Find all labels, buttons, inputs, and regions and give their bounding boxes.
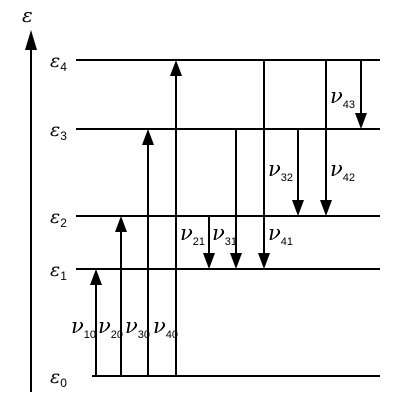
energy-axis-arrowhead [25, 30, 37, 50]
transition-label-30: ν30 [125, 314, 150, 341]
transition-label-10: ν10 [71, 314, 96, 341]
transition-arrowhead-20 [115, 216, 127, 232]
transition-label-42: ν42 [330, 157, 355, 184]
energy-level-subscript-2: 2 [60, 216, 67, 230]
transition-subscript-41: 41 [281, 236, 293, 248]
transition-arrowhead-41 [258, 253, 270, 269]
transition-subscript-31: 31 [225, 236, 237, 248]
energy-level-label-2: ε2 [50, 206, 67, 230]
energy-level-label-3: ε3 [50, 119, 67, 143]
transition-label-43: ν43 [330, 84, 355, 111]
energy-level-subscript-1: 1 [60, 269, 67, 283]
energy-level-subscript-4: 4 [60, 60, 67, 74]
energy-level-3: ε3 [50, 119, 380, 143]
transition-21: ν21 [180, 216, 215, 269]
transition-arrowhead-43 [355, 113, 367, 129]
transition-32: ν32 [268, 129, 304, 216]
energy-level-subscript-3: 3 [60, 129, 67, 143]
transition-subscript-32: 32 [281, 172, 293, 184]
transition-label-31: ν31 [212, 221, 237, 248]
energy-level-subscript-0: 0 [60, 376, 67, 390]
transition-arrowhead-32 [292, 200, 304, 216]
transition-label-20: ν20 [98, 314, 123, 341]
transition-arrowhead-31 [230, 253, 242, 269]
transition-arrowhead-10 [90, 269, 102, 285]
transition-subscript-43: 43 [343, 99, 355, 111]
energy-level-0: ε0 [50, 366, 380, 390]
transition-label-32: ν32 [268, 157, 293, 184]
transition-label-41: ν41 [268, 221, 293, 248]
transition-arrowhead-21 [203, 253, 215, 269]
energy-levels: ε0 ε1 ε2 ε3 ε4 [50, 50, 380, 390]
transition-arrowhead-40 [170, 60, 182, 76]
energy-level-label-1: ε1 [50, 259, 67, 283]
energy-axis-label: ε [22, 3, 33, 27]
energy-axis: ε [22, 3, 37, 392]
transition-label-40: ν40 [153, 314, 178, 341]
transition-subscript-42: 42 [343, 172, 355, 184]
transition-arrowhead-30 [142, 129, 154, 145]
transition-40: ν40 [153, 60, 182, 376]
transition-31: ν31 [212, 129, 242, 269]
transition-subscript-10: 10 [84, 329, 96, 341]
transition-20: ν20 [98, 216, 127, 376]
transition-subscript-21: 21 [193, 236, 205, 248]
energy-level-label-4: ε4 [50, 50, 67, 74]
transition-subscript-40: 40 [166, 329, 178, 341]
transition-30: ν30 [125, 129, 154, 376]
transition-subscript-20: 20 [111, 329, 123, 341]
energy-level-4: ε4 [50, 50, 380, 74]
transition-label-21: ν21 [180, 221, 205, 248]
transition-43: ν43 [330, 60, 367, 129]
transition-subscript-30: 30 [138, 329, 150, 341]
energy-level-label-0: ε0 [50, 366, 67, 390]
transition-arrowhead-42 [320, 200, 332, 216]
